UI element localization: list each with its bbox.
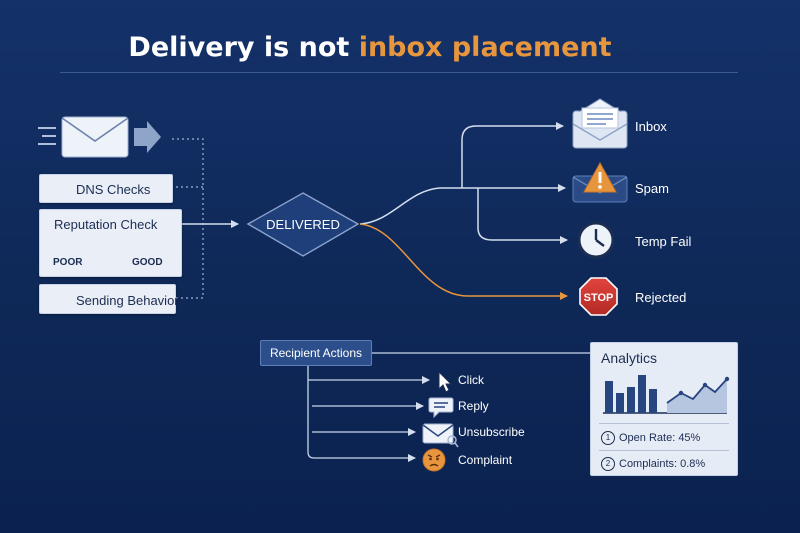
outgoing-envelope-icon — [38, 116, 161, 158]
delivered-label: DELIVERED — [266, 217, 340, 232]
envelope-unsubscribe-icon — [422, 423, 459, 448]
dns-checks-label: DNS Checks — [76, 182, 151, 197]
spam-warning-icon — [572, 161, 628, 203]
analytics-separator — [599, 423, 729, 424]
outcome-tempfail-label: Temp Fail — [635, 234, 692, 249]
mini-line — [666, 378, 728, 404]
reputation-check-label: Reputation Check — [54, 217, 158, 232]
sending-behavior-card: Sending Behavior — [39, 284, 179, 314]
cursor-icon — [438, 370, 453, 393]
page-title: Delivery is not inbox placement — [128, 32, 612, 63]
recipient-actions-header: Recipient Actions — [260, 340, 372, 366]
stop-sign-icon: STOP — [579, 277, 618, 316]
gauge-poor-label: POOR — [53, 257, 83, 268]
mini-bar — [638, 375, 646, 413]
branch-inbox-arrow — [461, 122, 564, 188]
analytics-separator — [599, 450, 729, 451]
speech-bubble-icon — [428, 397, 454, 419]
outcome-branches — [359, 122, 568, 300]
sending-behavior-label: Sending Behavior — [76, 293, 179, 308]
analytics-title: Analytics — [601, 350, 658, 366]
mini-bar — [605, 381, 613, 413]
action-reply-label: Reply — [458, 399, 489, 413]
analytics-mini-chart — [603, 375, 730, 414]
mini-area — [667, 379, 727, 413]
page-title-highlight: inbox placement — [358, 32, 612, 63]
mini-bar — [616, 393, 624, 413]
reputation-check-card: Reputation Check POOR GOOD — [39, 209, 182, 277]
dns-checks-card: DNS Checks — [39, 174, 173, 203]
action-unsubscribe-label: Unsubscribe — [458, 425, 525, 439]
title-divider — [60, 72, 738, 73]
branch-rejected-arrow — [359, 223, 568, 300]
angry-face-icon — [422, 448, 446, 472]
outcome-spam-label: Spam — [635, 181, 669, 196]
inbox-envelope-icon — [572, 98, 628, 149]
checks-bracket — [172, 138, 239, 299]
delivered-node: DELIVERED — [246, 192, 360, 257]
branch-tempfail-arrow — [477, 188, 568, 244]
mini-bar — [649, 389, 657, 413]
mini-bar — [627, 387, 635, 413]
recipient-tree — [307, 352, 592, 462]
stop-sign-text: STOP — [584, 292, 614, 304]
branch-complaint-arrow — [307, 366, 416, 462]
clock-icon — [577, 221, 615, 259]
branch-spam-arrow — [359, 184, 566, 225]
outcome-rejected-label: Rejected — [635, 290, 687, 305]
action-complaint-label: Complaint — [458, 453, 513, 467]
outcome-inbox-label: Inbox — [635, 119, 667, 134]
gauge-good-label: GOOD — [132, 257, 163, 268]
action-click-label: Click — [458, 373, 484, 387]
